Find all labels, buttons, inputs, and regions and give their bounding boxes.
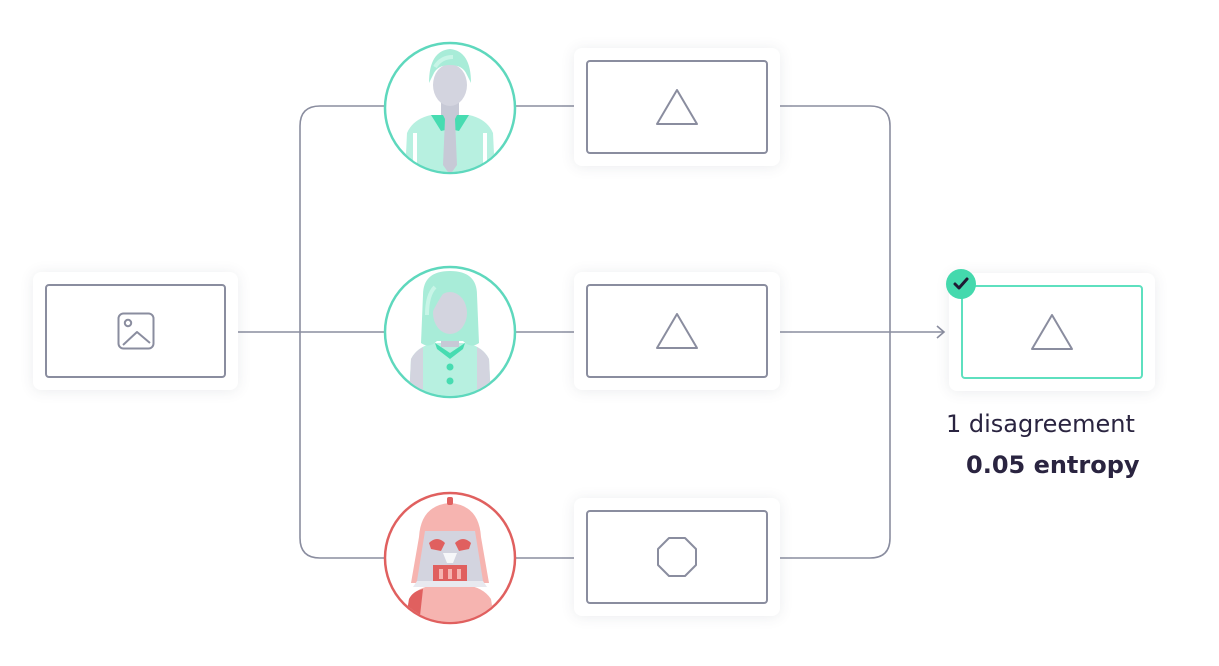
label-box-3 xyxy=(586,510,768,604)
triangle-icon xyxy=(656,89,698,125)
label-card-1 xyxy=(574,48,780,166)
annotator-darth-vader-avatar xyxy=(383,491,517,625)
input-card xyxy=(33,272,238,390)
left-bus xyxy=(299,105,385,559)
label-card-3 xyxy=(574,498,780,616)
label-box-1 xyxy=(586,60,768,154)
result-box xyxy=(961,285,1143,379)
arrow-head xyxy=(936,325,946,339)
disagreement-count: 1 disagreement xyxy=(946,410,1135,438)
entropy-value: 0.05 entropy xyxy=(966,451,1140,479)
triangle-icon xyxy=(1031,314,1073,350)
check-icon xyxy=(946,269,976,299)
annotator-man-avatar xyxy=(383,41,517,175)
label-box-2 xyxy=(586,284,768,378)
image-icon xyxy=(117,312,154,350)
result-card xyxy=(949,273,1155,391)
annotator-woman-avatar xyxy=(383,265,517,399)
input-box xyxy=(45,284,226,378)
octagon-icon xyxy=(657,537,697,577)
label-card-2 xyxy=(574,272,780,390)
triangle-icon xyxy=(656,313,698,349)
